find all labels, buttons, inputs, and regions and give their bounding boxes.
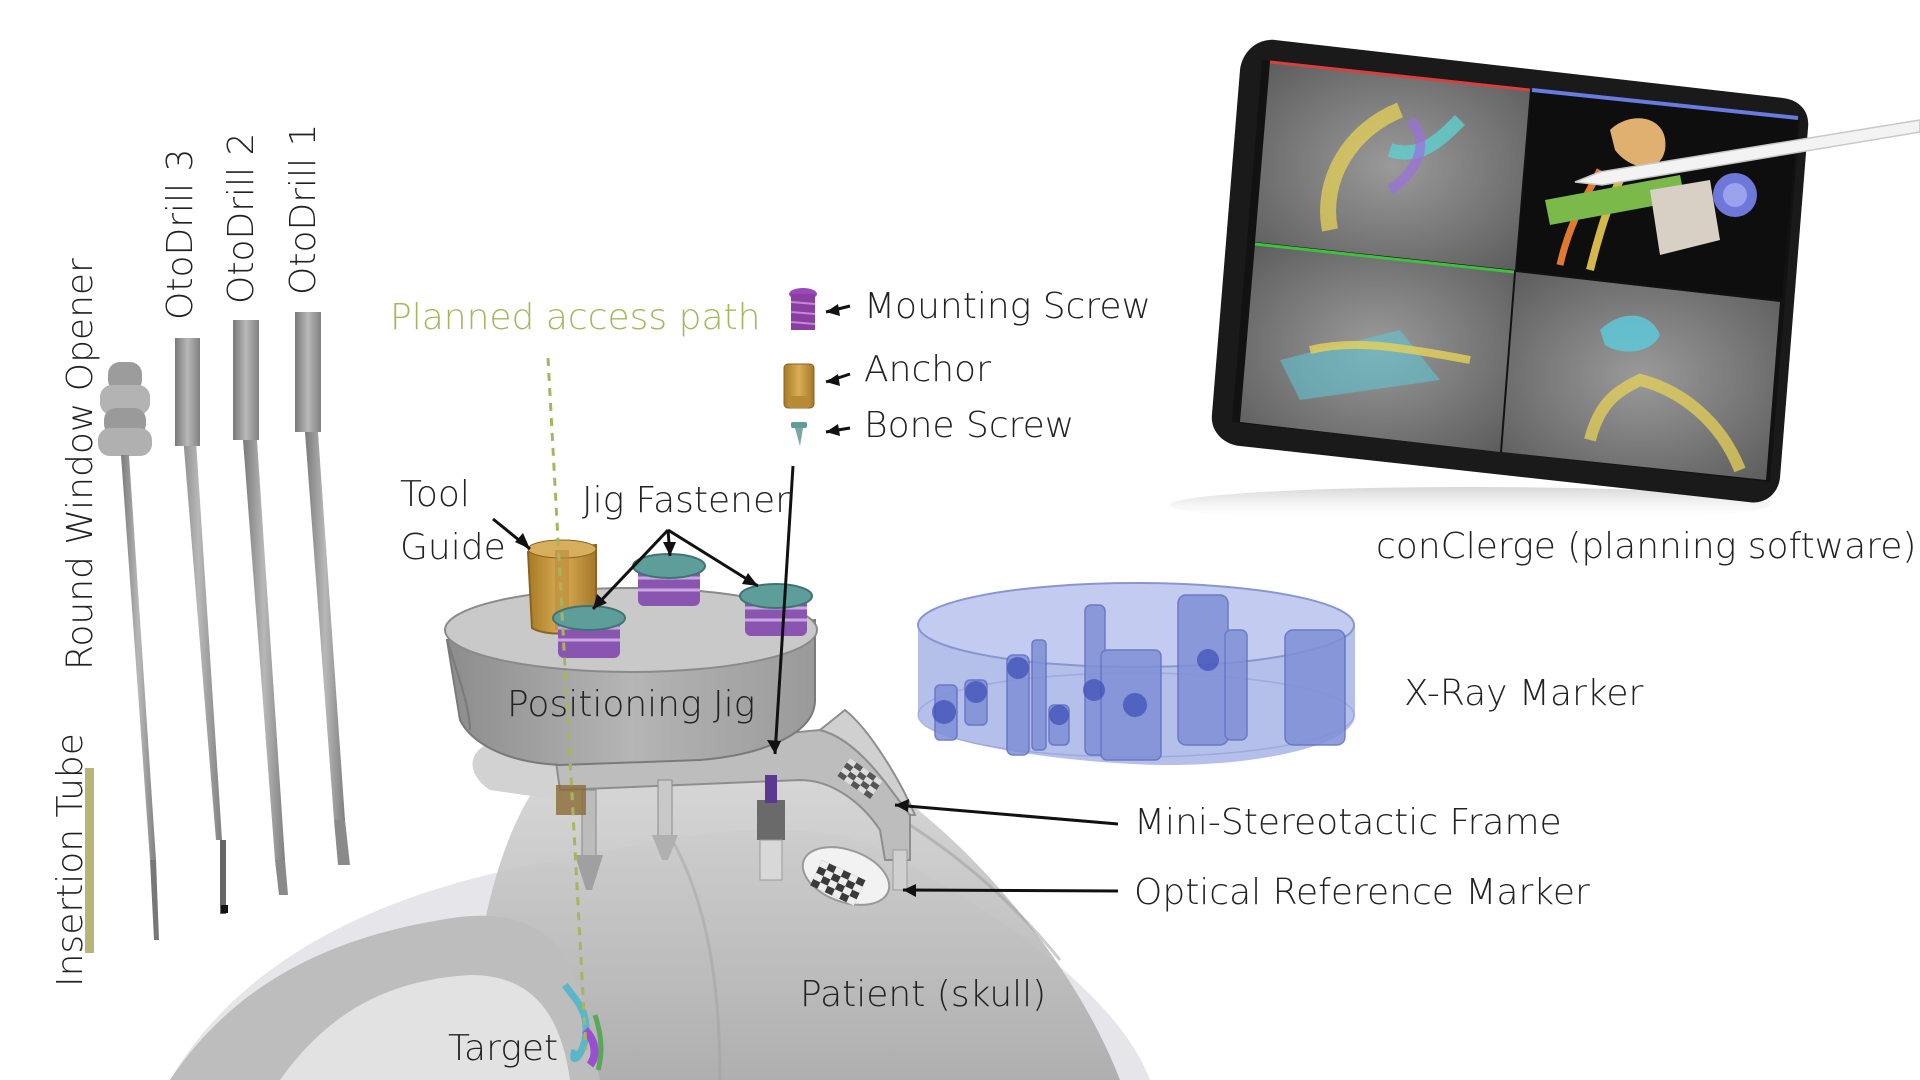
label-patient-skull: Patient (skull) <box>800 974 1046 1015</box>
anchor <box>783 363 815 409</box>
mounting-screw <box>789 288 817 330</box>
otodrill-3 <box>175 338 228 914</box>
label-planned-access-path: Planned access path <box>390 297 760 338</box>
label-tool-guide-line1: Tool <box>400 474 470 515</box>
round-window-opener <box>98 362 159 940</box>
label-otodrill-3: OtoDrill 3 <box>160 149 201 320</box>
label-tool-guide-line2: Guide <box>400 527 506 568</box>
annotation-arrows <box>492 304 1119 893</box>
jig-fastener-3 <box>739 583 813 636</box>
jig-fastener-1 <box>552 605 626 658</box>
otodrill-2 <box>233 320 288 895</box>
label-positioning-jig: Positioning Jig <box>507 684 755 725</box>
bone-screw <box>791 422 807 446</box>
label-otodrill-1: OtoDrill 1 <box>283 124 324 295</box>
patient-skull <box>170 731 1150 1080</box>
planned-access-path-line <box>546 357 588 1051</box>
insertion-tube <box>85 768 94 953</box>
label-insertion-tube: Insertion Tube <box>50 733 91 987</box>
label-bone-screw: Bone Screw <box>864 405 1074 446</box>
stylus-pen <box>1574 119 1920 186</box>
arrow-heads <box>515 304 916 897</box>
label-mounting-screw: Mounting Screw <box>864 286 1151 327</box>
label-planning-software: conClerge (planning software) <box>1376 526 1916 567</box>
label-otodrill-2: OtoDrill 2 <box>221 133 262 304</box>
label-target: Target <box>448 1028 558 1069</box>
label-anchor: Anchor <box>864 349 991 390</box>
label-jig-fastener: Jig Fastener <box>582 480 790 521</box>
label-optical-reference-marker: Optical Reference Marker <box>1134 872 1590 913</box>
planning-software-tablet <box>1170 39 1920 523</box>
jig-fastener-2 <box>632 553 706 606</box>
label-mini-stereotactic-frame: Mini-Stereotactic Frame <box>1134 802 1562 843</box>
otodrill-1 <box>295 312 350 865</box>
x-ray-marker <box>917 582 1355 765</box>
tablet-screen <box>1240 60 1799 480</box>
label-x-ray-marker: X-Ray Marker <box>1404 673 1644 714</box>
label-round-window-opener: Round Window Opener <box>60 258 101 670</box>
optical-reference-marker <box>801 846 891 906</box>
